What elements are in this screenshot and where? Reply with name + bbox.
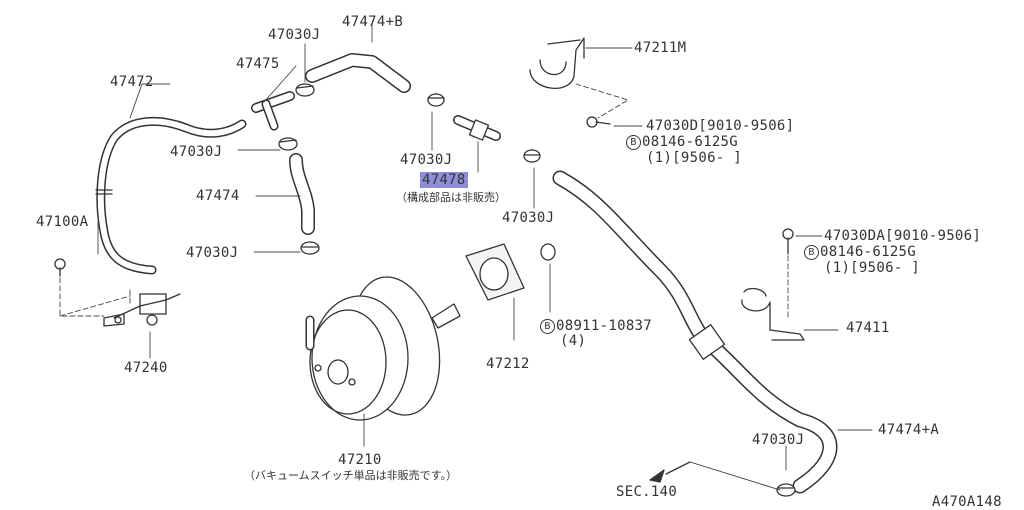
label-47030d: 47030D[9010-9506] (646, 118, 795, 134)
label-47478-highlight: 47478 (420, 172, 468, 188)
bolt2-code: 08146-6125G (820, 244, 917, 260)
label-47474: 47474 (196, 188, 240, 204)
switch-47240 (103, 293, 181, 327)
clamp-47030j-right (523, 149, 541, 163)
clamp-47030j-left (278, 137, 298, 151)
label-47030j-left: 47030J (170, 144, 223, 160)
circle-b-icon: B (804, 245, 819, 260)
label-47212: 47212 (486, 356, 530, 372)
label-47030j-center: 47030J (400, 152, 453, 168)
label-47478: 47478 (420, 172, 468, 188)
bolt-47030da (782, 228, 794, 255)
label-47030j-mid: 47030J (186, 245, 239, 261)
label-47030j-bottom: 47030J (752, 432, 805, 448)
hose-47474a (552, 170, 838, 494)
diagram-code: A470A148 (932, 494, 1002, 510)
label-47475: 47475 (236, 56, 280, 72)
label-47211m: 47211M (634, 40, 687, 56)
circle-b-icon: B (626, 135, 641, 150)
label-bolt1-qty: (1)[9506- ] (646, 150, 743, 166)
sec-arrow (649, 461, 781, 491)
nut-code: 08911-10837 (556, 318, 653, 334)
label-47030j-top: 47030J (268, 27, 321, 43)
label-bolt2-qty: (1)[9506- ] (824, 260, 921, 276)
hose-47474 (289, 153, 315, 235)
bolt1-code: 08146-6125G (642, 134, 739, 150)
label-47411: 47411 (846, 320, 890, 336)
bolt-47100a (54, 258, 66, 277)
note-47478: （構成部品は非販売） (396, 191, 506, 204)
nut-08911 (540, 243, 556, 261)
label-47210: 47210 (338, 452, 382, 468)
label-47240: 47240 (124, 360, 168, 376)
note-47210: （バキュームスイッチ単品は非販売です。） (244, 469, 458, 482)
label-47030da: 47030DA[9010-9506] (824, 228, 982, 244)
label-47030j-right: 47030J (502, 210, 555, 226)
hose-47472 (95, 116, 247, 275)
gasket-47212 (465, 243, 525, 301)
clamp-47030j-bottom (776, 483, 796, 497)
hose-47474b (305, 53, 411, 93)
label-sec-140[interactable]: SEC.140 (616, 484, 678, 500)
bolt-47030d (586, 116, 611, 128)
check-valve-47478 (453, 115, 501, 141)
label-47100a: 47100A (36, 214, 89, 230)
bracket-47211m (529, 37, 585, 89)
clamp-47030j-center (427, 93, 445, 107)
brake-booster-47210 (305, 276, 461, 421)
tee-47475 (251, 91, 295, 131)
bracket-47411 (741, 287, 805, 341)
label-47474b: 47474+B (342, 14, 404, 30)
clamp-47030j-top (295, 83, 315, 97)
label-nut-qty: (4) (560, 333, 587, 349)
clamp-47030j-mid (300, 241, 320, 255)
label-47474a: 47474+A (878, 422, 940, 438)
circle-b-icon: B (540, 319, 555, 334)
label-47472: 47472 (110, 74, 154, 90)
